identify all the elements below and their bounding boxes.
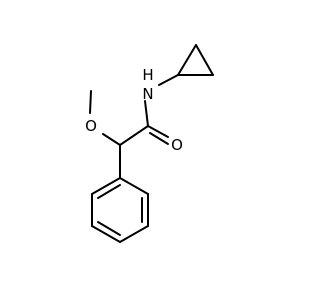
bond-phenyl-3 — [119, 225, 149, 243]
bond-phenyl-inner-3 — [97, 184, 121, 199]
atom-label-carbonyl-oxygen: O — [171, 136, 183, 154]
bond-cyclopropyl-b — [195, 44, 214, 76]
bond-n-cyclopropyl — [158, 74, 179, 86]
bond-n-carbonyl — [144, 100, 149, 127]
bond-carbonyl-double-a — [147, 125, 169, 138]
bond-carbonyl-alpha — [119, 125, 149, 146]
bond-ether-o-methyl — [89, 90, 92, 114]
atom-label-nitrogen: N — [142, 85, 153, 103]
bond-alpha-ether-o — [102, 133, 121, 146]
atom-label-hydrogen: H — [142, 66, 153, 84]
bond-phenyl-inner-2 — [97, 221, 121, 236]
bond-phenyl-1 — [119, 177, 149, 195]
molecule-structure: N H O O — [85, 44, 214, 243]
structure-canvas: N H O O — [85, 44, 214, 243]
bond-carbonyl-double-b — [149, 132, 169, 145]
bond-cyclopropyl-a — [177, 44, 197, 76]
bond-phenyl-4 — [91, 225, 121, 243]
bond-phenyl-6 — [91, 177, 121, 195]
atom-label-ether-oxygen: O — [85, 117, 97, 135]
